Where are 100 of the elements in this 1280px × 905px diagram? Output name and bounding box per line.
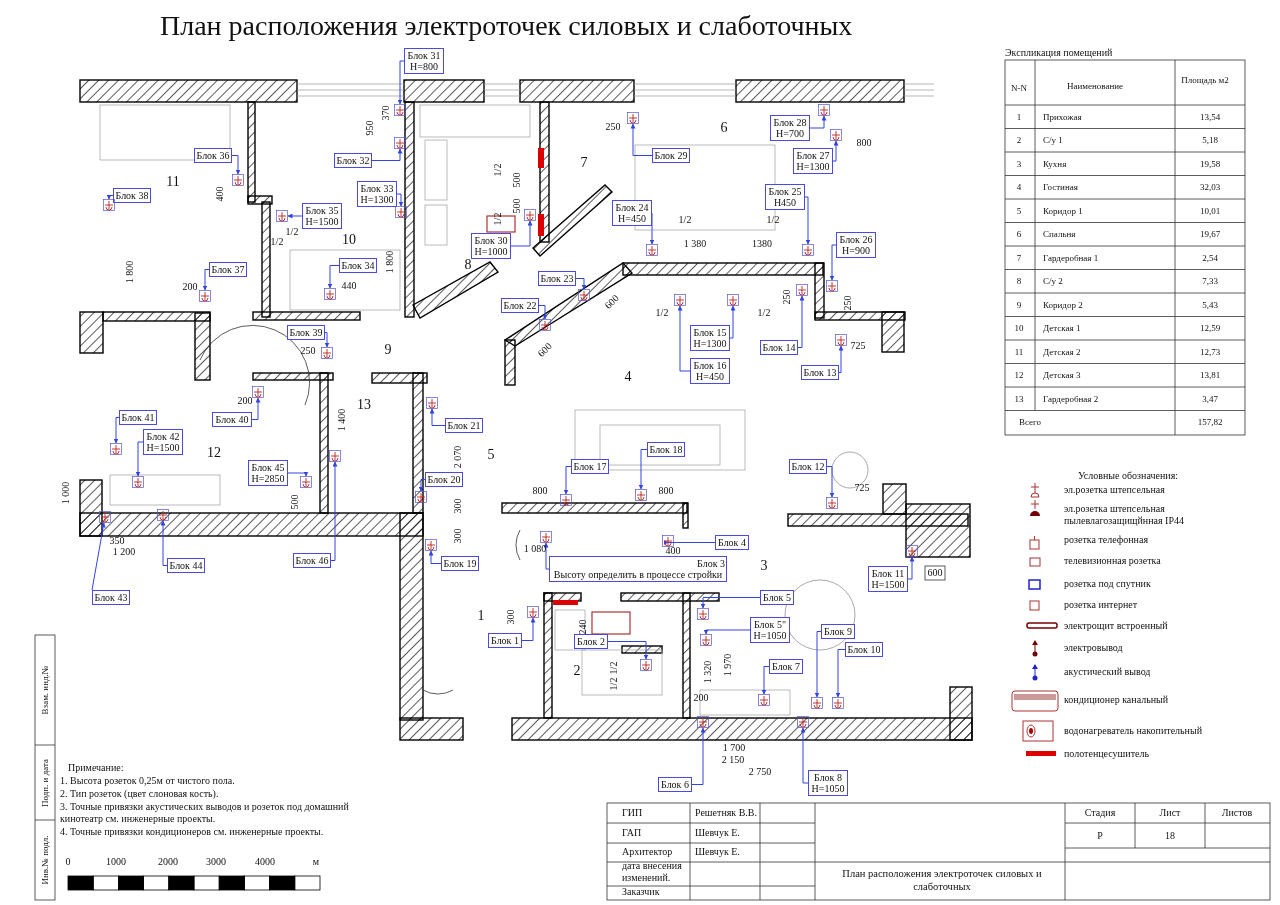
table-cell: 8 bbox=[1016, 275, 1022, 287]
table-cell: 32,03 bbox=[1199, 181, 1221, 193]
callout-text: Блок 32 bbox=[336, 155, 370, 166]
socket-symbol bbox=[727, 294, 739, 306]
callout-text: Блок 15 bbox=[692, 327, 728, 338]
room-number: 5 bbox=[487, 447, 495, 463]
dimension-label: 200 bbox=[237, 395, 253, 407]
table-cell: Гостиная bbox=[1043, 181, 1078, 193]
table-cell: 4 bbox=[1016, 181, 1022, 193]
socket-symbol bbox=[830, 129, 842, 141]
leader-line bbox=[809, 115, 827, 129]
scale-label: 0 bbox=[65, 856, 71, 868]
dimension-label: 1/2 bbox=[678, 214, 692, 226]
legend-label: электрощит встроенный bbox=[1064, 620, 1169, 632]
leader-line bbox=[907, 556, 915, 580]
room-number: 4 bbox=[624, 369, 632, 385]
dimension-label: 1/2 bbox=[608, 661, 620, 675]
table-header: N-N bbox=[1011, 82, 1027, 94]
dimension-label: 2 150 bbox=[721, 754, 745, 766]
dimension-label: 600 bbox=[927, 567, 943, 579]
callout-text: H450 bbox=[772, 197, 798, 208]
table-cell: Коридор 1 bbox=[1043, 205, 1083, 216]
callout-text: Блок 17 bbox=[573, 461, 607, 472]
leader-line bbox=[106, 194, 114, 200]
callout-text: H=900 bbox=[841, 245, 871, 256]
dimension-label: 350 bbox=[109, 535, 125, 547]
socket-symbol bbox=[700, 634, 712, 646]
dimension-label: 250 bbox=[605, 121, 621, 133]
callout-box bbox=[836, 232, 876, 258]
dimension-label: 1/2 bbox=[766, 214, 780, 226]
table-cell: Гардеробная 1 bbox=[1043, 252, 1099, 263]
legend-label: акустический вывод bbox=[1064, 666, 1152, 678]
socket-symbol bbox=[826, 497, 838, 509]
socket-symbol bbox=[394, 137, 406, 149]
callout-text: Блок 25 bbox=[767, 186, 803, 197]
callout-text: Блок 12 bbox=[791, 461, 825, 472]
leader-line bbox=[397, 60, 405, 105]
table-cell: 10,01 bbox=[1199, 205, 1221, 216]
callout-box bbox=[765, 184, 805, 210]
leader-line bbox=[330, 461, 338, 561]
socket-symbol bbox=[329, 450, 341, 462]
socket-symbol bbox=[415, 491, 427, 503]
dimension-label: 250 bbox=[842, 295, 854, 311]
leader-line bbox=[835, 649, 846, 698]
callout-box bbox=[770, 115, 810, 141]
room-number: 2 bbox=[573, 663, 581, 679]
leader-line bbox=[113, 417, 120, 444]
leader-line bbox=[327, 265, 340, 289]
legend-label: розетка интернет bbox=[1064, 599, 1139, 611]
socket-symbol bbox=[758, 694, 770, 706]
socket-symbol bbox=[324, 288, 336, 300]
scale-label: 3000 bbox=[206, 856, 226, 868]
callout-text: Блок 45 bbox=[250, 462, 286, 473]
callout-text: Блок 40 bbox=[214, 414, 250, 425]
dimension-label: 725 bbox=[854, 482, 870, 494]
dimension-label: 2 070 bbox=[452, 445, 464, 469]
dimension-label: 1 200 bbox=[112, 546, 136, 558]
dimension-label: 1/2 bbox=[285, 226, 299, 238]
title-block-text: 18 bbox=[1165, 830, 1175, 842]
table-cell: Гардеробная 2 bbox=[1043, 393, 1099, 404]
legend-label: полотенцесушитель bbox=[1064, 748, 1150, 760]
leader-line bbox=[677, 305, 691, 372]
callout-text: Блок 42 bbox=[145, 431, 181, 442]
scale-label: м bbox=[312, 856, 320, 868]
callout-text: Блок 9 bbox=[823, 626, 853, 637]
socket-symbol bbox=[796, 284, 808, 296]
leader-line bbox=[729, 305, 736, 339]
leader-line bbox=[510, 220, 533, 247]
callout-text: Блок 16 bbox=[692, 360, 728, 371]
socket-symbol bbox=[395, 206, 407, 218]
leader-line bbox=[538, 305, 548, 320]
legend-label: кондиционер канальный bbox=[1064, 694, 1170, 706]
callout-box bbox=[549, 556, 727, 582]
legend-label: розетка под спутник bbox=[1064, 578, 1152, 590]
socket-symbol bbox=[697, 716, 709, 728]
table-cell: 13 bbox=[1014, 393, 1024, 404]
leader-line bbox=[202, 269, 210, 291]
table-cell: 7,33 bbox=[1202, 275, 1218, 287]
leader-line bbox=[703, 629, 751, 635]
dimension-label: 400 bbox=[665, 545, 681, 557]
callout-text: Блок 4 bbox=[717, 537, 747, 548]
leader-line bbox=[91, 522, 106, 591]
callout-text: Блок 28 bbox=[772, 117, 808, 128]
table-cell: 7 bbox=[1016, 252, 1022, 263]
leader-line bbox=[800, 727, 809, 784]
socket-symbol bbox=[802, 244, 814, 256]
socket-symbol bbox=[232, 174, 244, 186]
callout-text: Блок 26 bbox=[838, 234, 874, 245]
table-cell: С/у 2 bbox=[1043, 275, 1063, 287]
callout-text: H=2850 bbox=[250, 473, 286, 484]
socket-symbol bbox=[276, 210, 288, 222]
room-number: 9 bbox=[384, 342, 392, 358]
callout-text: H=450 bbox=[695, 371, 725, 382]
room-number: 13 bbox=[357, 397, 371, 413]
dimension-label: 1 080 bbox=[523, 543, 547, 555]
callout-text: Блок 33 bbox=[359, 183, 395, 194]
callout-text: Блок 6 bbox=[660, 779, 690, 790]
leader-line bbox=[761, 666, 770, 695]
title-block-text: Р bbox=[1097, 830, 1103, 842]
leader-line bbox=[521, 617, 536, 641]
